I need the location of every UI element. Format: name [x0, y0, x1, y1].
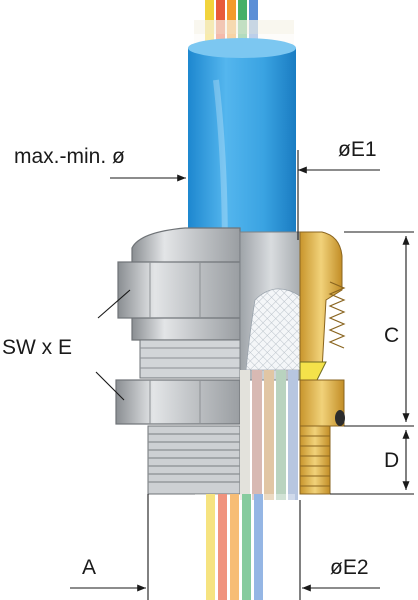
label-e2: øE2: [330, 556, 369, 579]
wires-bottom: [195, 494, 295, 600]
dimension-lines: [70, 150, 414, 600]
label-sw-e: SW x E: [2, 336, 72, 359]
label-e1: øE1: [338, 138, 377, 161]
label-d: D: [384, 449, 399, 472]
label-a: A: [82, 556, 96, 579]
label-c: C: [384, 324, 399, 347]
gland-cutaway: [239, 231, 346, 495]
wires-inner: [240, 370, 298, 500]
label-max-min-diameter: max.-min. ø: [14, 145, 125, 168]
gland-exterior: [115, 227, 241, 495]
